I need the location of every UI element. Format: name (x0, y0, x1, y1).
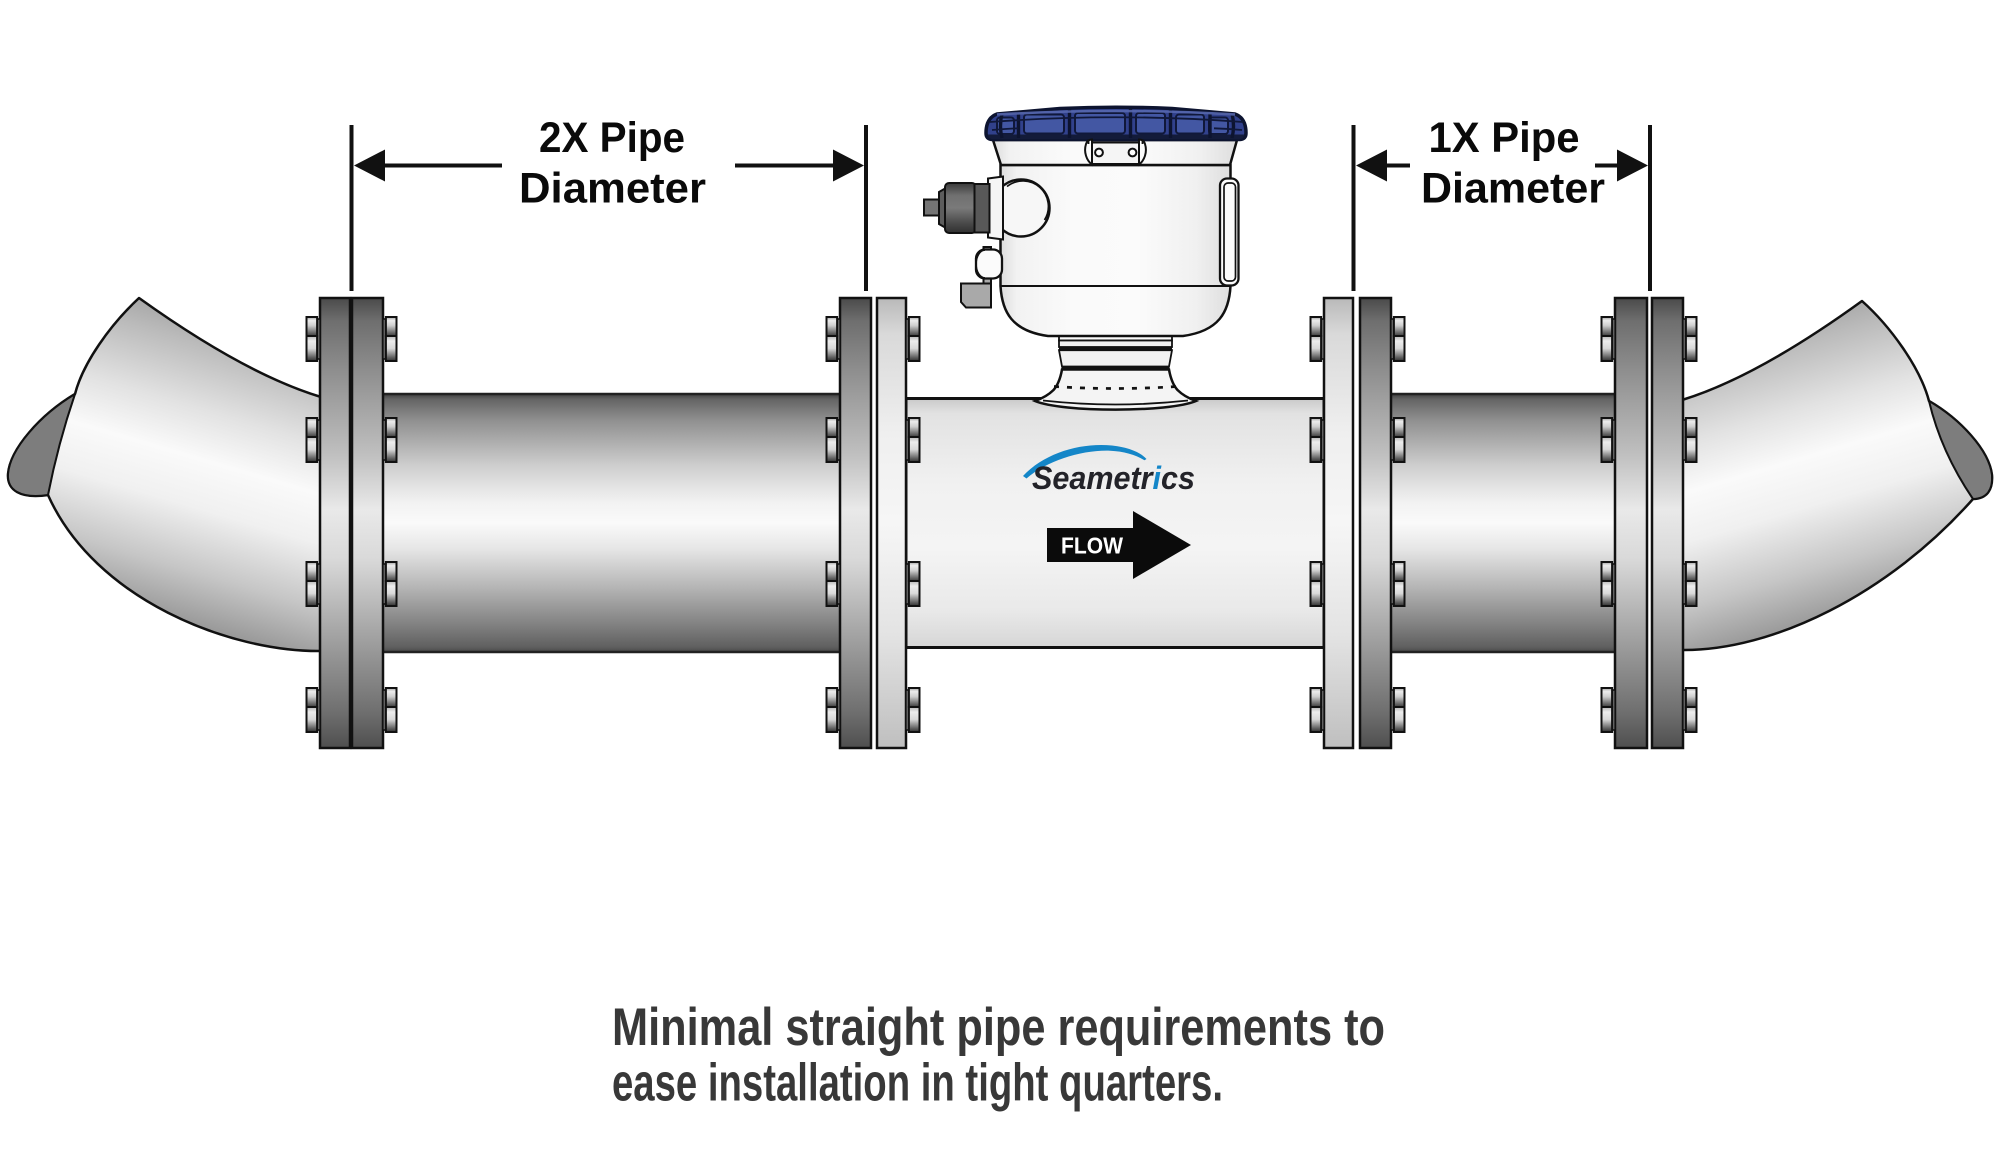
svg-text:ease installation in tight qua: ease installation in tight quarters. (612, 1054, 1223, 1113)
svg-text:2X Pipe: 2X Pipe (539, 115, 685, 162)
svg-text:Minimal straight pipe requirem: Minimal straight pipe requirements to (612, 998, 1385, 1057)
svg-text:Seametrics: Seametrics (1032, 460, 1195, 496)
svg-text:FLOW: FLOW (1061, 533, 1124, 559)
svg-text:Diameter: Diameter (519, 166, 706, 213)
svg-text:1X Pipe: 1X Pipe (1429, 115, 1580, 162)
svg-text:Diameter: Diameter (1421, 166, 1605, 213)
